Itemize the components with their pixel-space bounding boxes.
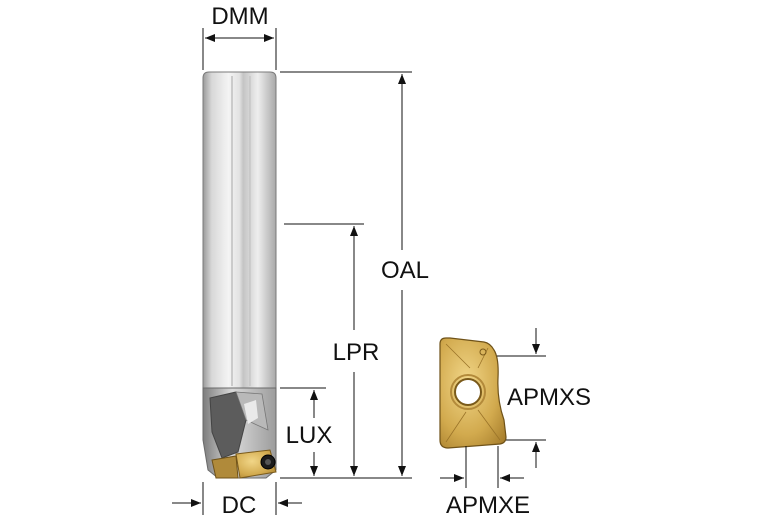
lux-label: LUX (286, 422, 333, 449)
tool-insert-side (211, 455, 239, 479)
end-mill-illustration (202, 71, 277, 479)
lpr-label: LPR (333, 339, 380, 366)
apmxs-dimension (497, 328, 546, 468)
dmm-label: DMM (211, 3, 268, 30)
apmxe-dimension (440, 446, 524, 488)
oal-label: OAL (381, 257, 429, 284)
indexable-insert-illustration (439, 337, 507, 449)
dc-label: DC (222, 492, 257, 519)
tool-shank (202, 71, 277, 389)
dimension-lines (172, 28, 412, 515)
apmxs-label: APMXS (507, 384, 591, 411)
insert-hole (454, 378, 482, 406)
apmxe-label: APMXE (446, 492, 530, 519)
insert-corner-mark (479, 348, 487, 356)
